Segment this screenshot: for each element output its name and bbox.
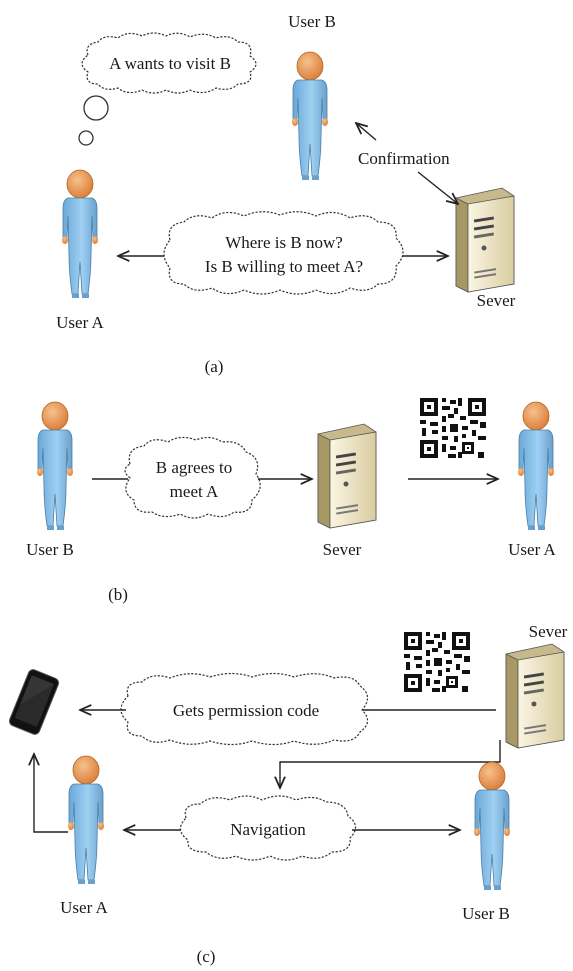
user-b-person-icon bbox=[36, 401, 74, 531]
query-line-2: Is B willing to meet A? bbox=[205, 257, 363, 276]
user-a-person-icon bbox=[61, 169, 99, 299]
qr-code-icon bbox=[402, 630, 472, 694]
server-icon bbox=[505, 643, 565, 749]
confirmation-text: Confirmation bbox=[358, 149, 450, 168]
user-b-label: User B bbox=[26, 540, 74, 559]
server-icon bbox=[317, 423, 377, 529]
thought-text: A wants to visit B bbox=[109, 54, 231, 73]
user-a-person-icon bbox=[517, 401, 555, 531]
message-cloud bbox=[124, 436, 261, 519]
server-to-navigation-arrow bbox=[280, 740, 501, 788]
panel-b: User B B agrees to meet A Sever User A (… bbox=[26, 396, 557, 604]
permission-text: Gets permission code bbox=[173, 701, 319, 720]
message-line-2: meet A bbox=[170, 482, 219, 501]
message-line-1: B agrees to bbox=[156, 458, 232, 477]
server-label: Sever bbox=[477, 291, 516, 310]
panel-c: Sever Gets permission code User A Naviga… bbox=[8, 622, 568, 966]
smartphone-icon bbox=[8, 669, 60, 735]
panel-a-caption: (a) bbox=[205, 357, 224, 376]
user-a-label: User A bbox=[56, 313, 104, 332]
server-label: Sever bbox=[529, 622, 568, 641]
user-a-label: User A bbox=[60, 898, 108, 917]
user-a-person-icon bbox=[67, 755, 105, 885]
qr-code-icon bbox=[418, 396, 488, 460]
panel-b-caption: (b) bbox=[108, 585, 128, 604]
thought-bubble-large bbox=[83, 95, 109, 121]
confirmation-arrow-to-server bbox=[417, 171, 458, 204]
server-label: Sever bbox=[323, 540, 362, 559]
user-a-to-phone-arrow bbox=[34, 754, 68, 833]
user-b-label: User B bbox=[288, 12, 336, 31]
panel-c-caption: (c) bbox=[197, 947, 216, 966]
query-cloud bbox=[163, 211, 404, 295]
confirmation-arrow-to-user-b bbox=[356, 123, 377, 141]
thought-bubble-small bbox=[78, 130, 94, 146]
navigation-text: Navigation bbox=[230, 820, 306, 839]
user-a-label: User A bbox=[508, 540, 556, 559]
user-b-label: User B bbox=[462, 904, 510, 923]
permission-cloud bbox=[120, 672, 369, 746]
user-b-person-icon bbox=[291, 51, 329, 181]
thought-cloud bbox=[81, 32, 257, 94]
navigation-cloud bbox=[179, 795, 357, 861]
query-line-1: Where is B now? bbox=[225, 233, 343, 252]
server-icon bbox=[455, 187, 515, 293]
user-b-person-icon bbox=[473, 761, 511, 891]
panel-a: A wants to visit B User B User A Sever C… bbox=[56, 12, 516, 376]
